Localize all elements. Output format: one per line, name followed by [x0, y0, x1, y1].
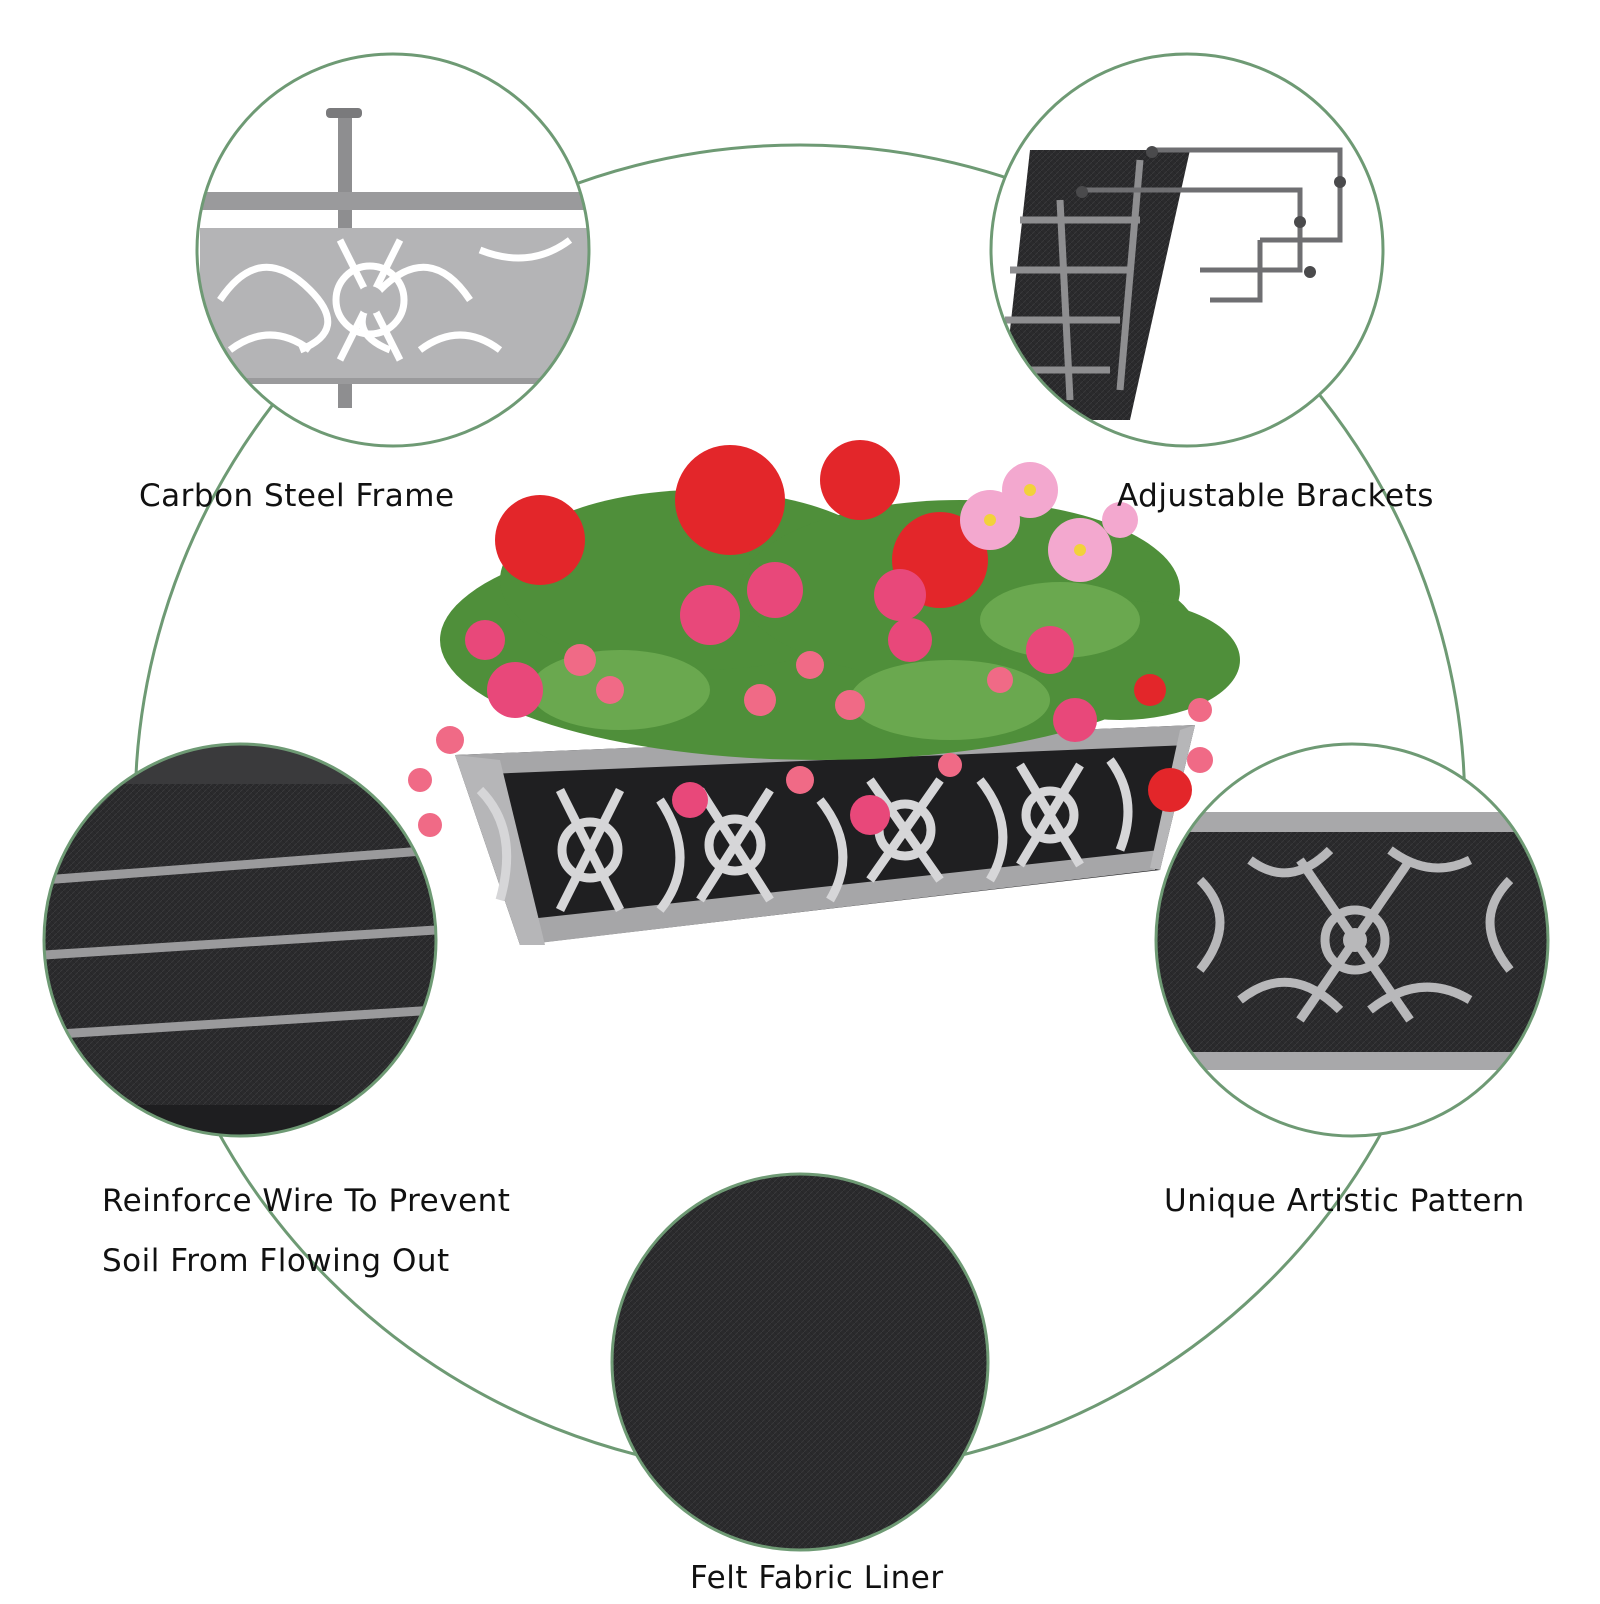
feature-label-adjustable-brackets: Adjustable Brackets [1117, 478, 1434, 514]
adjustable-brackets-detail [989, 52, 1385, 448]
feature-label-reinforce-wire-line1: Reinforce Wire To Prevent [102, 1183, 511, 1219]
planter-illustration [408, 440, 1240, 945]
feature-label-felt-liner: Felt Fabric Liner [690, 1560, 944, 1596]
feature-label-carbon-steel-frame: Carbon Steel Frame [139, 478, 455, 514]
feature-label-reinforce-wire-line2: Soil From Flowing Out [102, 1243, 450, 1279]
feature-label-unique-pattern: Unique Artistic Pattern [1164, 1183, 1525, 1219]
artistic-pattern-detail [1154, 742, 1550, 1138]
felt-liner-detail [610, 1172, 990, 1552]
carbon-steel-frame-detail [195, 52, 591, 448]
reinforce-wire-detail [42, 742, 438, 1138]
